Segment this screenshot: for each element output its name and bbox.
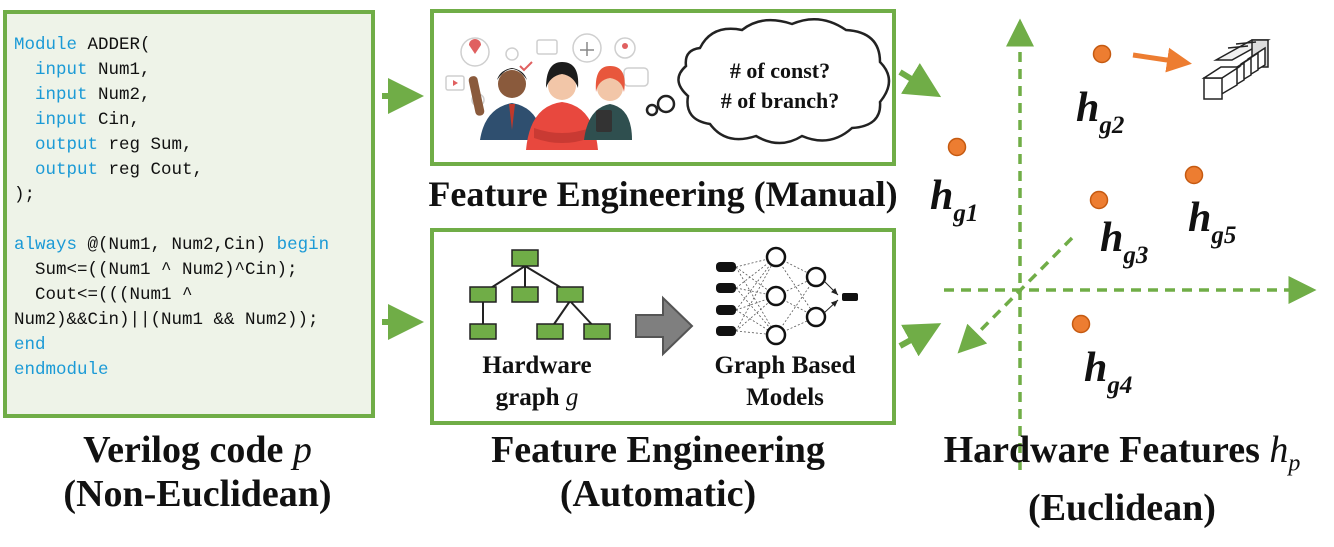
code-keyword: endmodule <box>14 360 109 380</box>
caption-manual: Feature Engineering (Manual) <box>428 174 898 214</box>
code-text: Cin, <box>87 110 141 130</box>
vector-stack-icon <box>1201 39 1271 100</box>
label-hg5: hg5 <box>1188 195 1237 249</box>
code-text: Cout<=(((Num1 ^ <box>14 285 193 305</box>
code-line: always @(Num1, Num2,Cin) begin <box>14 233 329 258</box>
code-keyword: output <box>35 135 99 155</box>
caption-hardware-line2: (Euclidean) <box>1028 486 1216 529</box>
code-line: endmodule <box>14 358 329 383</box>
thought-line-1: # of const? <box>729 58 831 83</box>
graph-neural-network <box>716 246 858 346</box>
caption-hardware-var: h <box>1269 429 1289 471</box>
arrow-manual-to-features <box>898 62 942 98</box>
label-hg2: hg2 <box>1076 85 1125 139</box>
code-text: reg Cout, <box>98 160 204 180</box>
graph-models-label-line2: Models <box>746 384 824 411</box>
code-text: Num1, <box>87 60 151 80</box>
graph-models-label: Graph Based Models <box>690 350 880 414</box>
caption-verilog: Verilog code p (Non-Euclidean) <box>0 428 395 516</box>
thought-bubble <box>645 17 891 145</box>
caption-hardware-sub: p <box>1288 450 1301 477</box>
arrow-to-vector <box>1132 47 1192 73</box>
verilog-code-block: Module ADDER( input Num1, input Num2, in… <box>14 33 329 383</box>
hardware-graph-label-line1: Hardware <box>482 352 592 379</box>
people-illustration <box>445 33 649 150</box>
verilog-code-panel <box>3 10 375 418</box>
code-keyword: begin <box>276 235 330 255</box>
arrow-automatic-to-features <box>898 323 942 357</box>
hardware-graph-tree <box>469 249 611 340</box>
feature-space-axes <box>944 18 1317 470</box>
code-line: Num2)&&Cin)||(Num1 && Num2)); <box>14 308 329 333</box>
label-hg1: hg1 <box>930 173 979 227</box>
hardware-graph-variable: g <box>565 384 579 411</box>
transform-arrow <box>635 295 694 357</box>
code-line: Module ADDER( <box>14 33 329 58</box>
code-line: input Cin, <box>14 108 329 133</box>
label-hg3: hg3 <box>1100 215 1149 269</box>
feature-points <box>947 44 1204 334</box>
code-text: Num2)&&Cin)||(Num1 && Num2)); <box>14 310 319 330</box>
code-line: input Num2, <box>14 83 329 108</box>
caption-verilog-line1: Verilog code <box>83 429 293 471</box>
code-keyword: always <box>14 235 78 255</box>
code-keyword: end <box>14 335 46 355</box>
thought-line-2: # of branch? <box>720 88 840 113</box>
code-keyword: output <box>35 160 99 180</box>
code-keyword: Module <box>14 35 78 55</box>
code-keyword: input <box>35 110 88 130</box>
label-hg4: hg4 <box>1084 345 1133 399</box>
caption-hardware-line1: Hardware Features <box>943 429 1270 471</box>
caption-hardware: Hardware Features hp (Euclidean) <box>910 428 1334 530</box>
hardware-graph-label: Hardware graph g <box>452 350 622 414</box>
code-keyword: input <box>35 85 88 105</box>
code-text: ADDER( <box>77 35 151 55</box>
code-text: Sum<=((Num1 ^ Num2)^Cin); <box>14 260 298 280</box>
caption-automatic: Feature Engineering (Automatic) <box>430 428 886 516</box>
thought-bubble-text: # of const? # of branch? <box>690 56 870 116</box>
code-line: output reg Cout, <box>14 158 329 183</box>
code-line: output reg Sum, <box>14 133 329 158</box>
code-text: ); <box>14 185 36 205</box>
code-line: ); <box>14 183 329 208</box>
caption-verilog-line2: (Non-Euclidean) <box>63 473 332 515</box>
code-text: Num2, <box>87 85 151 105</box>
caption-automatic-line1: Feature Engineering <box>491 429 825 471</box>
code-line: Cout<=(((Num1 ^ <box>14 283 329 308</box>
code-line: input Num1, <box>14 58 329 83</box>
caption-verilog-var: p <box>292 429 312 471</box>
hardware-graph-label-line2: graph <box>495 384 566 411</box>
code-line: end <box>14 333 329 358</box>
caption-automatic-line2: (Automatic) <box>559 473 757 515</box>
code-keyword: input <box>35 60 88 80</box>
code-text: @(Num1, Num2,Cin) <box>77 235 277 255</box>
code-text: reg Sum, <box>98 135 193 155</box>
graph-models-label-line1: Graph Based <box>714 352 856 379</box>
code-line: Sum<=((Num1 ^ Num2)^Cin); <box>14 258 329 283</box>
